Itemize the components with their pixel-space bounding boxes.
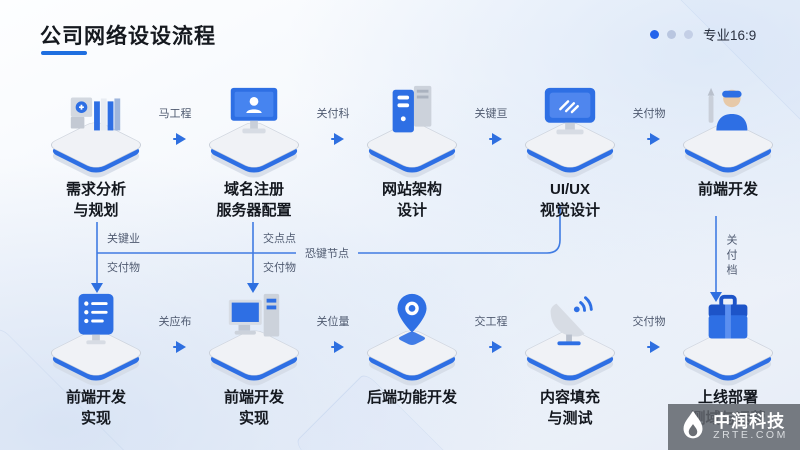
flow-node-label: 后端功能开发 [366,389,457,406]
location-pin-icon [366,293,458,386]
monitor-user-icon [208,87,300,178]
watermark-domain: ZRTE.COM [713,429,788,442]
connector-label: 恐键节点 [305,248,349,260]
flow-arrow: 马工程 [158,78,192,145]
slide-dot [684,30,693,39]
checklist-doc-icon [50,293,142,386]
right-arrow-icon [489,133,502,145]
slide-dots [650,30,693,39]
server-tower-icon [366,85,458,178]
flow-node: 域名注册服务器配置 [190,78,318,221]
right-arrow-icon [331,341,344,353]
flow-arrow-label: 关键亘 [474,108,508,120]
toolbox-icon [682,294,774,386]
flow-arrow-label: 交工程 [474,316,508,328]
flow-arrow-label: 交付物 [632,316,666,328]
flow-arrow: 关应布 [158,286,192,353]
slide-dot [650,30,659,39]
flow-node: 前端开发实现 [190,286,318,429]
flow-arrow: 关付科 [316,78,350,145]
watermark-brand: 中润科技 [713,411,786,431]
connector-label: 交付物 [107,262,140,274]
flow-arrow: 交工程 [474,286,508,353]
flow-arrow-label: 关付物 [632,108,666,120]
flow-node: 需求分析与规划 [32,78,160,221]
flow-node: 内容填充与测试 [506,286,634,429]
title-underline [41,51,87,55]
right-arrow-icon [173,133,186,145]
droplet-logo-icon [683,410,703,439]
right-arrow-icon [489,341,502,353]
cubes-icon [50,96,142,178]
flow-arrow-label: 关应布 [158,316,192,328]
flow-node-label: 前端开发实现 [65,389,126,427]
flow-node: 前端开发 [664,78,792,200]
flow-arrow: 交付物 [632,286,666,353]
connector-label: 关付档 [725,234,737,279]
monitor-palette-icon [524,86,616,178]
right-arrow-icon [647,341,660,353]
flow-node-label: 需求分析与规划 [65,181,126,219]
flow-row-top: 需求分析与规划 马工程 域名注册服务器配置 关付科 [0,78,800,221]
flow-node-label: 内容填充与测试 [539,389,600,427]
flow-node-label: 网站架构设计 [381,181,442,219]
right-arrow-icon [647,133,660,145]
aspect-ratio-label: 专业16:9 [703,28,757,43]
right-arrow-icon [331,133,344,145]
flow-node: 后端功能开发 [348,286,476,408]
flow-node-label: 前端开发 [697,181,758,198]
slide-dot [667,30,676,39]
flow-arrow: 关位量 [316,286,350,353]
flow-node: 网站架构设计 [348,78,476,221]
flow-arrow: 关键亘 [474,78,508,145]
right-arrow-icon [173,341,186,353]
flow-arrow-label: 马工程 [158,108,192,120]
flow-arrow: 关付物 [632,78,666,145]
desktop-pc-icon [208,293,300,386]
flow-arrow-label: 关位量 [316,316,350,328]
flow-arrow-label: 关付科 [316,108,350,120]
flow-node-label: 域名注册服务器配置 [216,181,292,219]
connector-label: 交付物 [263,262,296,274]
page-title: 公司网络设设流程 [40,25,216,48]
watermark: 中润科技 ZRTE.COM [668,404,800,450]
connector-label: 关键业 [107,233,140,245]
flow-node-label: 前端开发实现 [223,389,284,427]
connector-label: 交点点 [263,233,296,245]
developer-icon [682,87,774,178]
satellite-dish-icon [524,296,616,386]
flow-node: 前端开发实现 [32,286,160,429]
